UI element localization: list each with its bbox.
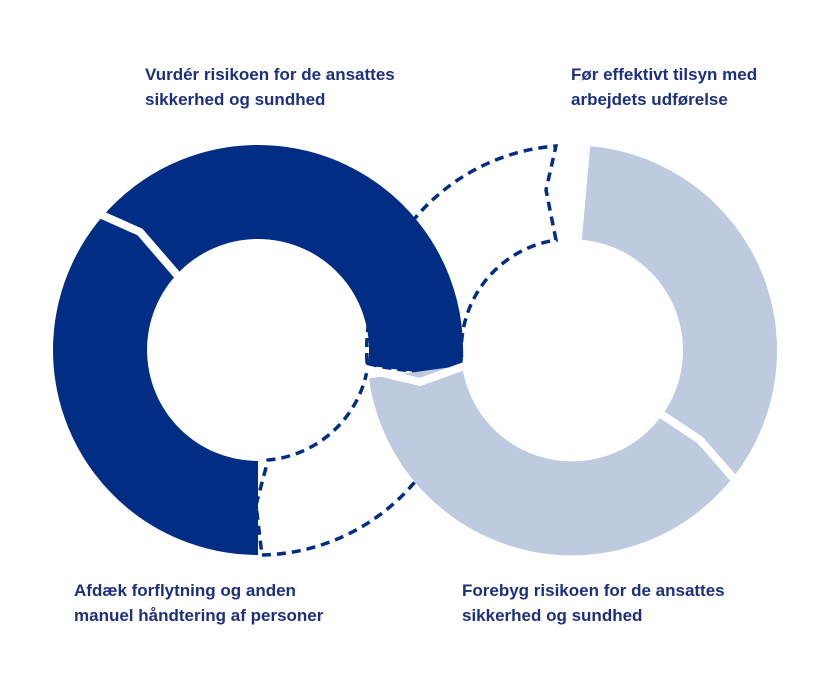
label-assess-risk: Vurdér risikoen for de ansattes sikkerhe…	[145, 62, 395, 112]
label-transfer-handling: Afdæk forflytning og anden manuel håndte…	[74, 578, 323, 628]
left-ring-dark-arc	[53, 145, 464, 555]
right-ring-top-gap	[548, 139, 565, 246]
right-ring-light-arc	[368, 146, 777, 556]
label-supervision: Før effektivt tilsyn med arbejdets udfør…	[571, 62, 757, 112]
label-line: Vurdér risikoen for de ansattes	[145, 65, 395, 84]
label-line: Afdæk forflytning og anden	[74, 581, 296, 600]
label-line: Forebyg risikoen for de ansattes	[462, 581, 725, 600]
label-line: manuel håndtering af personer	[74, 606, 324, 625]
left-ring-gap	[93, 208, 182, 279]
label-line: arbejdets udførelse	[571, 90, 728, 109]
label-line: sikkerhed og sundhed	[462, 606, 643, 625]
center-gap	[361, 360, 472, 387]
label-line: Før effektivt tilsyn med	[571, 65, 758, 84]
right-ring-gap	[652, 406, 739, 483]
label-prevent-risk: Forebyg risikoen for de ansattes sikkerh…	[462, 578, 725, 628]
label-line: sikkerhed og sundhed	[145, 90, 326, 109]
